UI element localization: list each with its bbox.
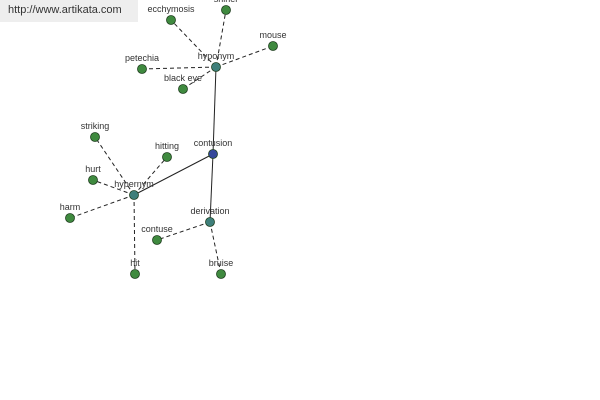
edge-derivation-contuse [156, 221, 211, 241]
word-node-label: hit [130, 258, 140, 268]
node-hyponym[interactable]: hyponym [198, 51, 235, 72]
edge-hypernym-hit [133, 194, 136, 275]
node-derivation[interactable]: derivation [190, 206, 230, 227]
word-node-label: petechia [125, 53, 159, 63]
word-node-label: bruise [209, 258, 234, 268]
word-node-label: hurt [85, 164, 101, 174]
edge-hyponym-shiner [215, 9, 227, 68]
node-hit[interactable]: hit [130, 258, 140, 279]
word-node-dot[interactable] [130, 269, 140, 279]
edge-contusion-derivation [209, 153, 214, 223]
relation-node-dot[interactable] [129, 190, 139, 200]
word-node-label: striking [81, 121, 110, 131]
word-node-dot[interactable] [216, 269, 226, 279]
node-striking[interactable]: striking [81, 121, 110, 142]
relation-node-label: hyponym [198, 51, 235, 61]
word-node-label: ecchymosis [147, 4, 195, 14]
word-node-dot[interactable] [137, 64, 147, 74]
word-node-dot[interactable] [65, 213, 75, 223]
edge-hyponym-petechia [141, 66, 217, 70]
graph-nodes: ecchymosis shiner mouse petechia black eye st… [60, 0, 287, 279]
word-node-dot[interactable] [268, 41, 278, 51]
word-node-dot[interactable] [90, 132, 100, 142]
edge-hypernym-striking [94, 136, 135, 196]
node-ecchymosis[interactable]: ecchymosis [147, 4, 195, 25]
relation-node-dot[interactable] [211, 62, 221, 72]
relation-node-dot[interactable] [205, 217, 215, 227]
watermark-url: http://www.artikata.com [8, 4, 122, 16]
word-node-dot[interactable] [221, 5, 231, 15]
edge-contusion-hypernym [133, 153, 214, 196]
edge-hyponym-ecchymosis [170, 19, 217, 68]
word-node-label: mouse [259, 30, 286, 40]
word-node-label: harm [60, 202, 81, 212]
relation-node-label: hypernym [114, 179, 154, 189]
watermark: http://www.artikata.com [0, 0, 138, 22]
edge-hyponym-mouse [215, 45, 274, 68]
node-hitting[interactable]: hitting [155, 141, 179, 162]
node-black-eye[interactable]: black eye [164, 73, 202, 94]
word-node-dot[interactable] [166, 15, 176, 25]
edge-hypernym-hitting [133, 156, 168, 196]
node-shiner[interactable]: shiner [214, 0, 239, 15]
word-node-dot[interactable] [178, 84, 188, 94]
center-node-dot[interactable] [208, 149, 218, 159]
word-node-label: black eye [164, 73, 202, 83]
node-contuse[interactable]: contuse [141, 224, 173, 245]
word-node-dot[interactable] [152, 235, 162, 245]
word-node-dot[interactable] [88, 175, 98, 185]
word-node-label: shiner [214, 0, 239, 4]
edge-contusion-hyponym [212, 66, 217, 155]
edge-derivation-bruise [209, 221, 222, 275]
node-harm[interactable]: harm [60, 202, 81, 223]
node-petechia[interactable]: petechia [125, 53, 159, 74]
node-bruise[interactable]: bruise [209, 258, 234, 279]
word-node-label: contuse [141, 224, 173, 234]
node-hurt[interactable]: hurt [85, 164, 101, 185]
node-contusion[interactable]: contusion [194, 138, 233, 159]
edge-hypernym-hurt [92, 179, 135, 196]
edge-hypernym-harm [69, 194, 135, 219]
word-node-dot[interactable] [162, 152, 172, 162]
relation-node-label: derivation [190, 206, 229, 216]
center-node-label: contusion [194, 138, 233, 148]
graph-edges [69, 9, 274, 275]
node-hypernym[interactable]: hypernym [114, 179, 154, 200]
node-mouse[interactable]: mouse [259, 30, 287, 51]
word-node-label: hitting [155, 141, 179, 151]
